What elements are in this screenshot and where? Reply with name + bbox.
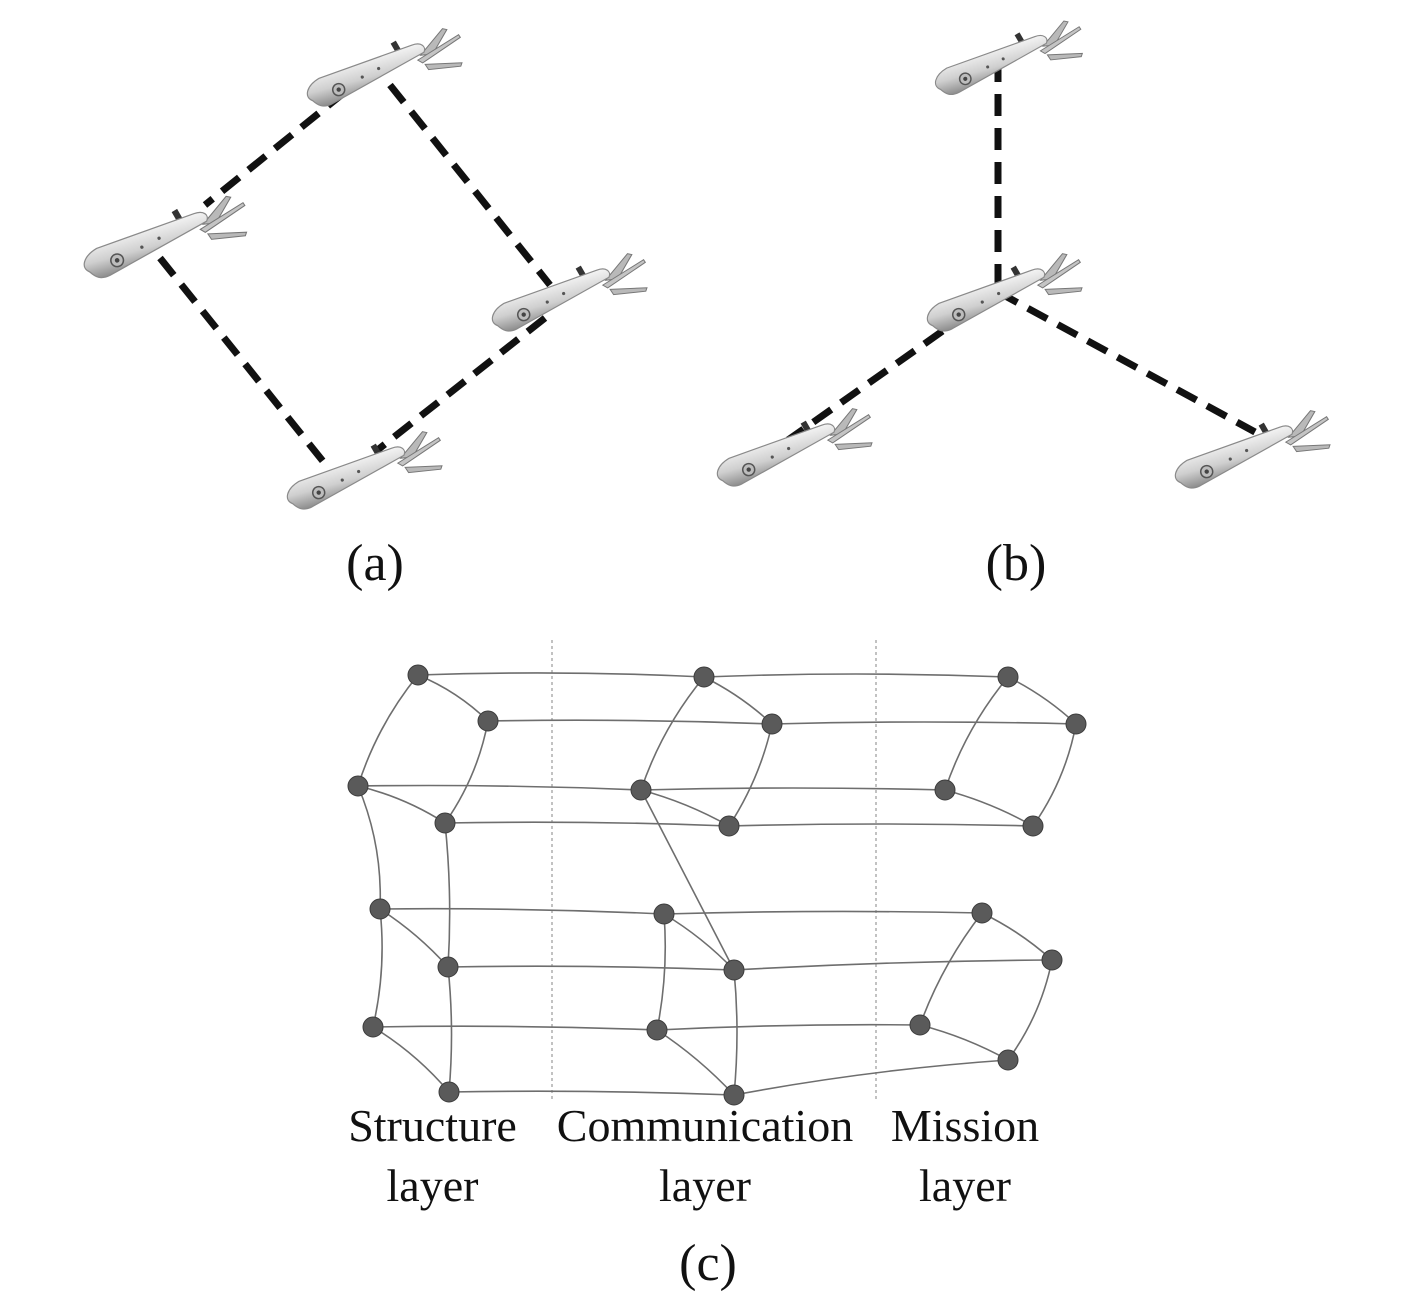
edge-c5-m5 — [663, 910, 983, 915]
edge-s1-c1 — [417, 672, 705, 678]
communication-layer-label: Communication layer — [540, 1096, 870, 1216]
edge-s6-c6 — [447, 965, 735, 971]
node-c4 — [718, 815, 740, 837]
edge-c3-c4 — [640, 789, 730, 827]
node-s3 — [347, 775, 369, 797]
communication-layer-line1: Communication — [556, 1100, 854, 1151]
node-m2 — [1065, 713, 1087, 735]
link-b-right — [996, 288, 1257, 436]
mission-layer-label: Mission layer — [875, 1096, 1055, 1216]
structure-layer-line2: layer — [386, 1160, 479, 1211]
edge-c7-c8 — [656, 1029, 735, 1096]
edge-c4-m4 — [728, 823, 1034, 827]
edge-s3-s5 — [357, 785, 382, 910]
edge-s4-c4 — [444, 821, 730, 827]
edge-s5-s7 — [372, 908, 383, 1028]
node-m5 — [971, 902, 993, 924]
uav-b-top — [927, 16, 1090, 99]
edge-s5-c5 — [379, 907, 665, 915]
edge-c8-m8 — [733, 1059, 1009, 1096]
edge-m1-m2 — [1007, 676, 1077, 725]
edge-s7-c7 — [372, 1025, 658, 1031]
communication-layer-line2: layer — [659, 1160, 751, 1211]
edge-c7-m7 — [656, 1023, 921, 1031]
panel-a-label: (a) — [346, 535, 404, 592]
edge-c1-c3 — [640, 676, 705, 791]
edge-c3-m3 — [640, 787, 946, 791]
node-s1 — [407, 664, 429, 686]
link-right-bottom — [372, 315, 548, 455]
edge-m5-m7 — [919, 912, 983, 1026]
structure-layer-label: Structure layer — [330, 1096, 535, 1216]
edge-c5-c6 — [663, 913, 735, 971]
node-s7 — [362, 1016, 384, 1038]
node-c7 — [646, 1019, 668, 1041]
edge-c1-c2 — [703, 676, 773, 725]
edge-s4-s6 — [444, 822, 451, 968]
edge-m1-m3 — [944, 676, 1009, 791]
node-m3 — [934, 779, 956, 801]
edge-s6-s8 — [447, 966, 453, 1093]
panel-b-label: (b) — [985, 535, 1047, 592]
edge-c1-m1 — [703, 673, 1009, 678]
edge-s3-c3 — [357, 784, 642, 791]
edge-s7-s8 — [372, 1026, 450, 1093]
node-m8 — [997, 1049, 1019, 1071]
edge-s2-c2 — [487, 719, 773, 725]
uav-b-left — [709, 403, 880, 491]
node-m6 — [1041, 949, 1063, 971]
edge-m3-m4 — [944, 789, 1034, 827]
uav-a-right — [484, 248, 655, 336]
node-s6 — [437, 956, 459, 978]
node-s8 — [438, 1081, 460, 1103]
edge-m7-m8 — [919, 1024, 1009, 1061]
edge-m2-m4 — [1032, 723, 1077, 827]
panel-b-formation — [709, 16, 1338, 493]
panel-c-network — [347, 640, 1087, 1106]
edge-s5-s6 — [379, 908, 449, 968]
edge-s1-s3 — [357, 674, 419, 787]
node-c1 — [693, 666, 715, 688]
node-m1 — [997, 666, 1019, 688]
edge-m6-m8 — [1007, 959, 1053, 1061]
edge-c2-c4 — [728, 723, 773, 827]
structure-layer-line1: Structure — [348, 1100, 517, 1151]
node-c6 — [723, 959, 745, 981]
node-s4 — [434, 812, 456, 834]
node-c2 — [761, 713, 783, 735]
node-m7 — [909, 1014, 931, 1036]
uav-a-top — [299, 23, 470, 111]
edge-c6-c8 — [733, 969, 738, 1096]
link-left-bottom — [157, 255, 333, 473]
panel-c-label: (c) — [679, 1235, 737, 1292]
edge-m5-m6 — [981, 912, 1053, 961]
panel-a-formation — [75, 23, 655, 514]
node-m4 — [1022, 815, 1044, 837]
edge-c6-m6 — [733, 959, 1053, 971]
link-top-right — [387, 82, 553, 288]
node-c8 — [723, 1084, 745, 1106]
edge-c5-c7 — [656, 913, 667, 1031]
edge-c2-m2 — [771, 721, 1077, 725]
node-c3 — [630, 779, 652, 801]
edge-s2-s4 — [444, 720, 489, 824]
mission-layer-line1: Mission — [890, 1100, 1040, 1151]
node-c5 — [653, 903, 675, 925]
link-top-left — [202, 89, 348, 208]
uav-b-right — [1167, 405, 1338, 493]
edge-s8-c8 — [448, 1090, 735, 1096]
uav-b-center — [919, 248, 1090, 336]
edge-s1-s2 — [417, 674, 489, 722]
mission-layer-line2: layer — [919, 1160, 1011, 1211]
uav-a-bottom — [279, 426, 450, 514]
edge-c3-c6 — [640, 789, 735, 971]
node-s2 — [477, 710, 499, 732]
edge-s3-s4 — [357, 785, 446, 824]
node-s5 — [369, 898, 391, 920]
